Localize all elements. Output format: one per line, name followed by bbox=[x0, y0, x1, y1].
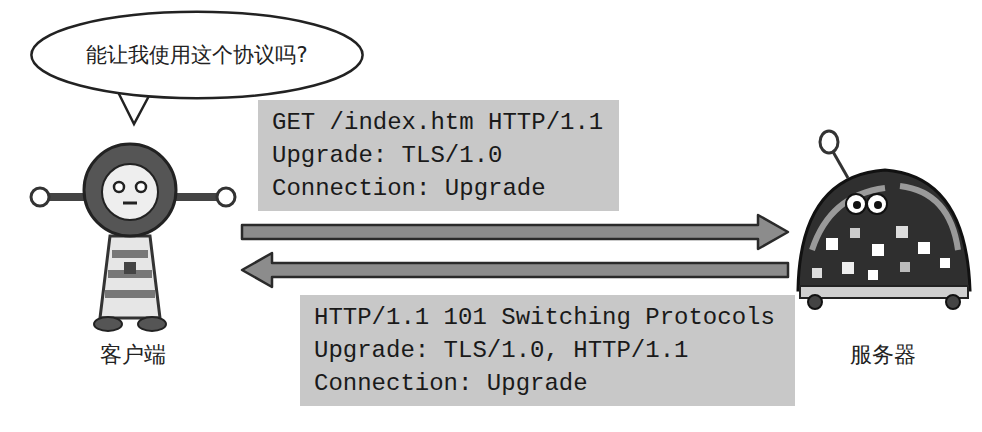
message-arrow bbox=[242, 253, 788, 287]
client-node: 客户端 bbox=[25, 128, 240, 373]
message-line: Upgrade: TLS/1.0 bbox=[272, 139, 603, 172]
message-line: Connection: Upgrade bbox=[272, 172, 603, 205]
message-arrow bbox=[242, 215, 788, 249]
server-robot bbox=[798, 131, 970, 309]
actor-label: 客户端 bbox=[100, 341, 166, 373]
response-box: HTTP/1.1 101 Switching ProtocolsUpgrade:… bbox=[300, 295, 795, 406]
arrow-shape bbox=[242, 253, 788, 287]
message-line: HTTP/1.1 101 Switching Protocols bbox=[314, 301, 779, 334]
message-line: Connection: Upgrade bbox=[314, 367, 779, 400]
speech-text: 能让我使用这个协议吗? bbox=[86, 41, 307, 69]
client-robot bbox=[31, 144, 235, 331]
actor-label: 服务器 bbox=[850, 341, 916, 373]
server-node: 服务器 bbox=[790, 135, 975, 373]
request-box: GET /index.htm HTTP/1.1Upgrade: TLS/1.0C… bbox=[258, 100, 619, 211]
arrow-shape bbox=[242, 215, 788, 249]
message-line: Upgrade: TLS/1.0, HTTP/1.1 bbox=[314, 334, 779, 367]
message-line: GET /index.htm HTTP/1.1 bbox=[272, 106, 603, 139]
speech-bubble: 能让我使用这个协议吗? bbox=[28, 10, 366, 100]
